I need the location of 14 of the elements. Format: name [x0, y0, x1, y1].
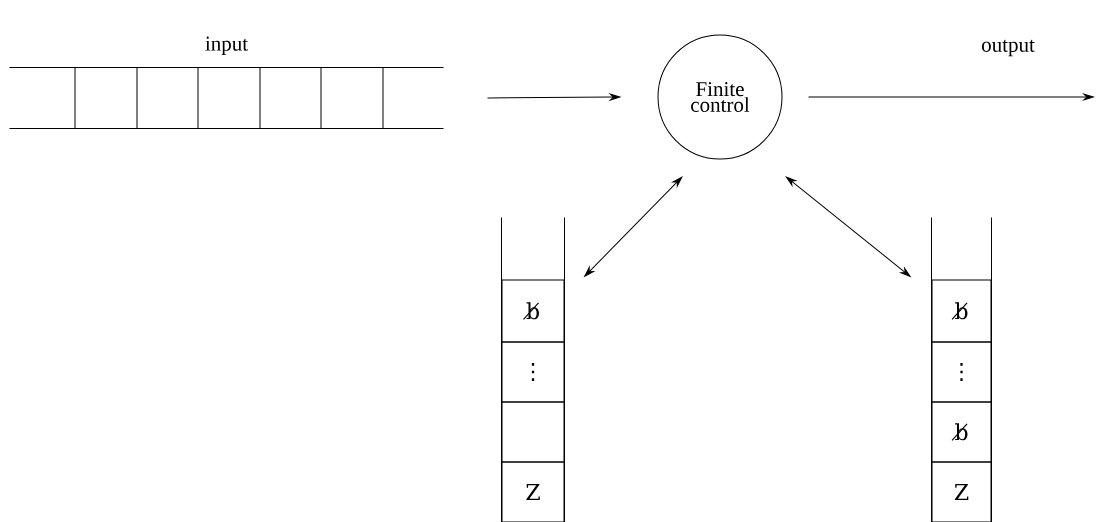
stack-cell: Z [931, 461, 992, 522]
edge-label: output [982, 39, 1035, 57]
stack-cell: ⋮ [931, 341, 992, 403]
stack-cell [501, 401, 565, 463]
arrow [584, 176, 683, 277]
stack-cell: b̸ [931, 279, 992, 343]
stack-cell: b̸ [501, 279, 565, 343]
arrow [487, 93, 621, 101]
stack-cell: ⋮ [501, 341, 565, 403]
stack-cell: b̸ [931, 401, 992, 463]
arrow [785, 176, 911, 277]
stack-cell: Z [501, 461, 565, 522]
tape-drawing: input [9, 36, 444, 129]
arrow [808, 93, 1094, 101]
